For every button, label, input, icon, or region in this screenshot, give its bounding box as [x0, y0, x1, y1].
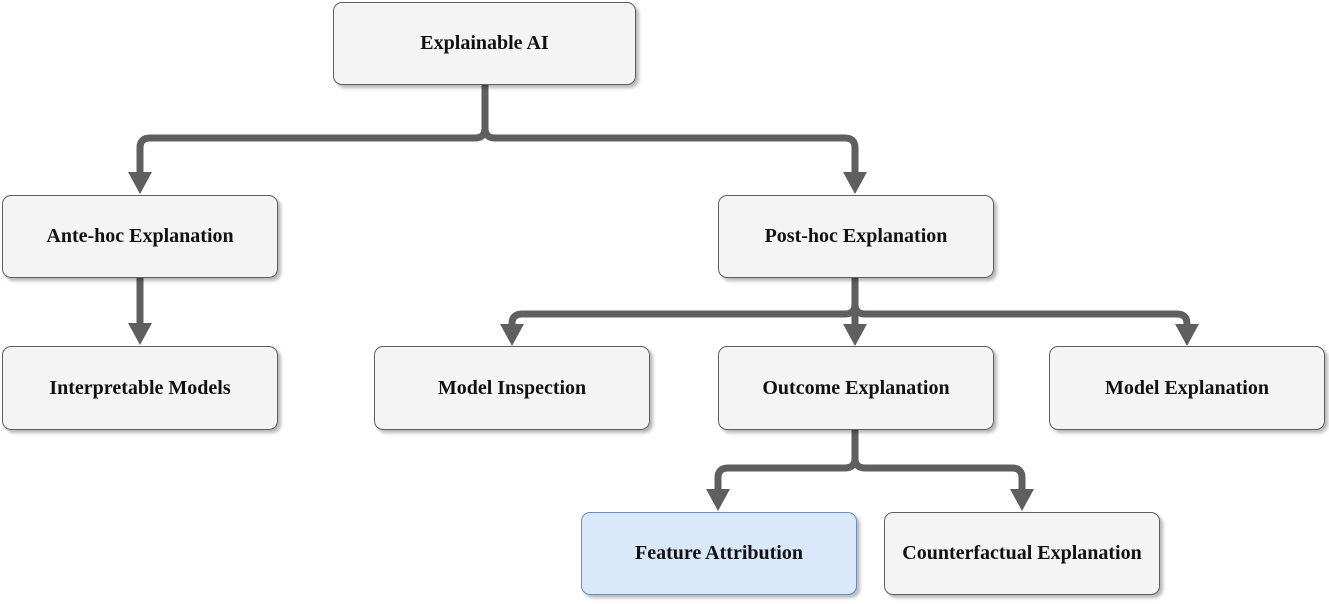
node-model-explanation: Model Explanation [1049, 346, 1325, 430]
arrowhead-interpretable [128, 323, 152, 345]
arrowhead-modelexpl [1175, 324, 1199, 346]
node-counterfactual-explanation: Counterfactual Explanation [884, 512, 1160, 595]
arrowhead-feature [706, 489, 730, 511]
node-label: Model Inspection [437, 376, 587, 399]
node-interpretable-models: Interpretable Models [2, 346, 278, 430]
node-outcome-explanation: Outcome Explanation [718, 346, 994, 430]
arrowhead-outcome [843, 324, 867, 346]
node-post-hoc-explanation: Post-hoc Explanation [718, 195, 994, 278]
node-label: Feature Attribution [635, 542, 803, 564]
connector-outcome-to-feature [714, 426, 859, 497]
node-ante-hoc-explanation: Ante-hoc Explanation [2, 195, 278, 278]
node-model-inspection: Model Inspection [374, 346, 650, 430]
node-feature-attribution: Feature Attribution [581, 512, 857, 595]
node-label: Explainable AI [420, 32, 549, 54]
arrowhead-counterfactual [1010, 489, 1034, 511]
connector-posthoc-to-inspection [508, 274, 859, 332]
connector-xai-to-antehoc [136, 81, 489, 180]
connector-xai-to-posthoc [481, 81, 859, 180]
arrowhead-inspection [500, 324, 524, 346]
node-explainable-ai: Explainable AI [333, 2, 636, 85]
node-label: Counterfactual Explanation [902, 542, 1142, 564]
node-label: Model Explanation [1105, 376, 1269, 399]
connector-outcome-to-counterfactual [851, 426, 1026, 497]
node-label: Outcome Explanation [762, 376, 950, 399]
node-label: Post-hoc Explanation [764, 225, 948, 247]
node-label: Ante-hoc Explanation [46, 225, 234, 247]
node-label: Interpretable Models [49, 376, 231, 399]
connector-posthoc-to-modelexpl [851, 274, 1191, 332]
arrowhead-antehoc [128, 172, 152, 194]
arrowhead-posthoc [843, 172, 867, 194]
